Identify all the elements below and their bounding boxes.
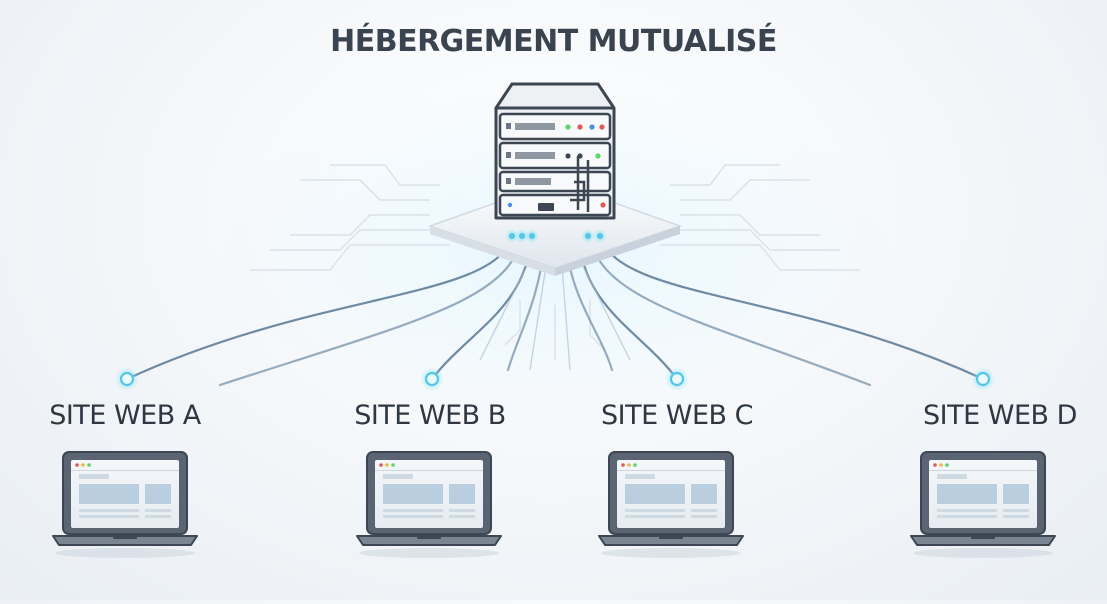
laptop-icon (52, 451, 198, 558)
node-site-d (971, 367, 995, 391)
site-label-a: SITE WEB A (49, 400, 201, 431)
node-site-a (115, 367, 139, 391)
circuit-traces (250, 164, 860, 360)
node-site-c (665, 367, 689, 391)
site-label-d: SITE WEB D (923, 400, 1077, 431)
node-site-b (420, 367, 444, 391)
endpoint-nodes (115, 367, 995, 391)
laptop-icon (910, 451, 1056, 558)
diagram-title: HÉBERGEMENT MUTUALISÉ (330, 24, 777, 59)
laptop-icon (598, 451, 744, 558)
server-rack-icon (494, 82, 616, 220)
server-ports (505, 229, 607, 243)
laptop-icon (356, 451, 502, 558)
site-label-c: SITE WEB C (601, 400, 753, 431)
site-label-b: SITE WEB B (354, 400, 506, 431)
server-platform (427, 181, 683, 276)
